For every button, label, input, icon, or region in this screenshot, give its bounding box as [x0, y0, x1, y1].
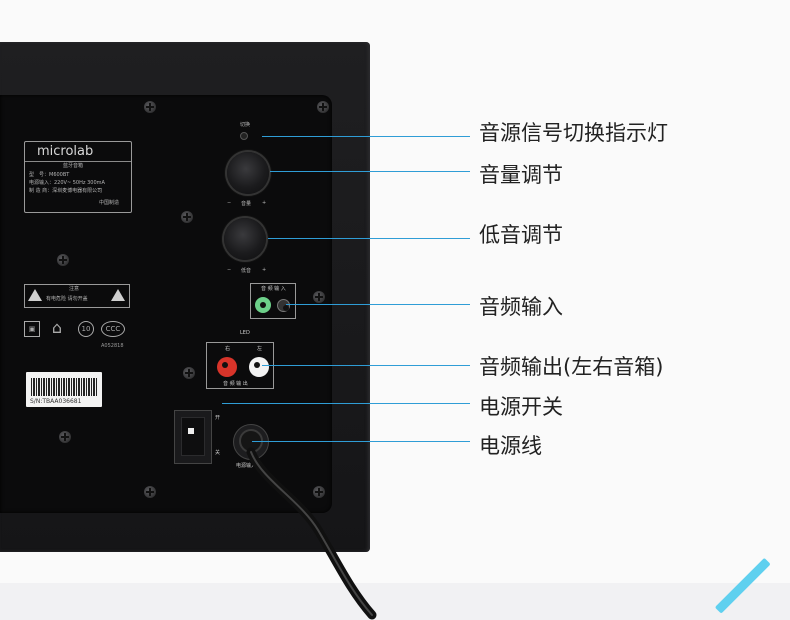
eco-icon: 10 [78, 321, 94, 337]
screw-icon [144, 101, 156, 113]
warning-text: 有电危险 请勿开盖 [46, 296, 88, 302]
barcode [31, 378, 97, 396]
callout-line-power-switch [222, 403, 470, 404]
callout-volume: 音量调节 [479, 163, 563, 187]
home-use-icon: ⌂ [51, 318, 63, 337]
audio-output-box: 右 左 音 频 输 出 [206, 342, 274, 389]
callout-line-audio-out [262, 365, 470, 366]
audio-input-box: 音 频 输 入 [250, 283, 296, 319]
power-switch[interactable] [181, 417, 205, 456]
bass-label: 低音 [241, 268, 252, 274]
plus-icon: + [262, 200, 267, 206]
serial-number: S/N:TBAA036681 [30, 398, 82, 405]
warning-title: 注意 [69, 286, 80, 292]
screw-icon [59, 431, 71, 443]
screw-icon [144, 486, 156, 498]
brand-logo: microlab [37, 144, 94, 159]
callout-source-indicator: 音源信号切换指示灯 [479, 121, 668, 145]
warning-label: 注意 有电危险 请勿开盖 [24, 284, 130, 308]
model-text: 型 号：M600BT [29, 172, 70, 178]
callout-line-indicator [262, 136, 470, 137]
screw-icon [183, 367, 195, 379]
left-channel-label: 左 [257, 346, 263, 352]
power-input-text: 电源输入：220V~ 50Hz 300mA [29, 180, 105, 186]
callout-bass: 低音调节 [479, 223, 563, 247]
callout-line-power-cable [252, 441, 470, 442]
origin-text: 中国制造 [99, 200, 120, 206]
power-switch-mark [188, 428, 194, 434]
power-input-label: 电源输入 [236, 463, 257, 469]
audio-input-jack[interactable] [255, 297, 271, 313]
audio-output-label: 音 频 输 出 [223, 381, 248, 387]
plus-icon: + [262, 267, 267, 273]
label-divider [25, 161, 131, 162]
callout-audio-in: 音频输入 [479, 295, 563, 319]
screw-icon [313, 291, 325, 303]
rear-panel [0, 95, 332, 513]
callout-power-cable: 电源线 [479, 434, 542, 458]
callout-line-volume [270, 171, 470, 172]
manufacturer-text: 制 造 商：深圳麦博电器有限公司 [29, 188, 103, 194]
minus-icon: − [227, 267, 232, 273]
rca-left-jack[interactable] [249, 357, 269, 377]
product-type: 蓝牙音箱 [63, 163, 84, 169]
rca-right-jack[interactable] [217, 357, 237, 377]
screw-icon [181, 211, 193, 223]
serial-sticker: S/N:TBAA036681 [26, 372, 102, 407]
minus-icon: − [227, 200, 232, 206]
power-off-label: 关 [215, 450, 221, 456]
double-insulation-icon: ▣ [24, 321, 40, 337]
bass-knob[interactable] [224, 218, 266, 260]
warning-triangle-icon [111, 289, 125, 301]
screw-icon [317, 101, 329, 113]
right-channel-label: 右 [225, 346, 231, 352]
power-on-label: 开 [215, 415, 221, 421]
product-label: microlab 蓝牙音箱 型 号：M600BT 电源输入：220V~ 50Hz… [24, 141, 132, 213]
switch-indicator-label: 切换 [240, 122, 251, 128]
warning-triangle-icon [28, 289, 42, 301]
audio-input-socket-ring [277, 299, 290, 312]
screw-icon [313, 486, 325, 498]
bottom-band [0, 583, 790, 620]
volume-knob[interactable] [227, 152, 269, 194]
callout-power-switch: 电源开关 [479, 395, 563, 419]
callout-line-audio-in [286, 304, 470, 305]
led-label: LED [240, 330, 250, 336]
ccc-icon: CCC [101, 321, 125, 337]
screw-icon [57, 254, 69, 266]
callout-audio-out: 音频输出(左右音箱) [479, 355, 664, 379]
source-indicator-led [240, 132, 248, 140]
volume-label: 音量 [241, 201, 252, 207]
callout-line-bass [268, 238, 470, 239]
cable-highlight [250, 451, 373, 616]
audio-input-label: 音 频 输 入 [261, 286, 286, 292]
certification-code: A052818 [101, 343, 124, 349]
